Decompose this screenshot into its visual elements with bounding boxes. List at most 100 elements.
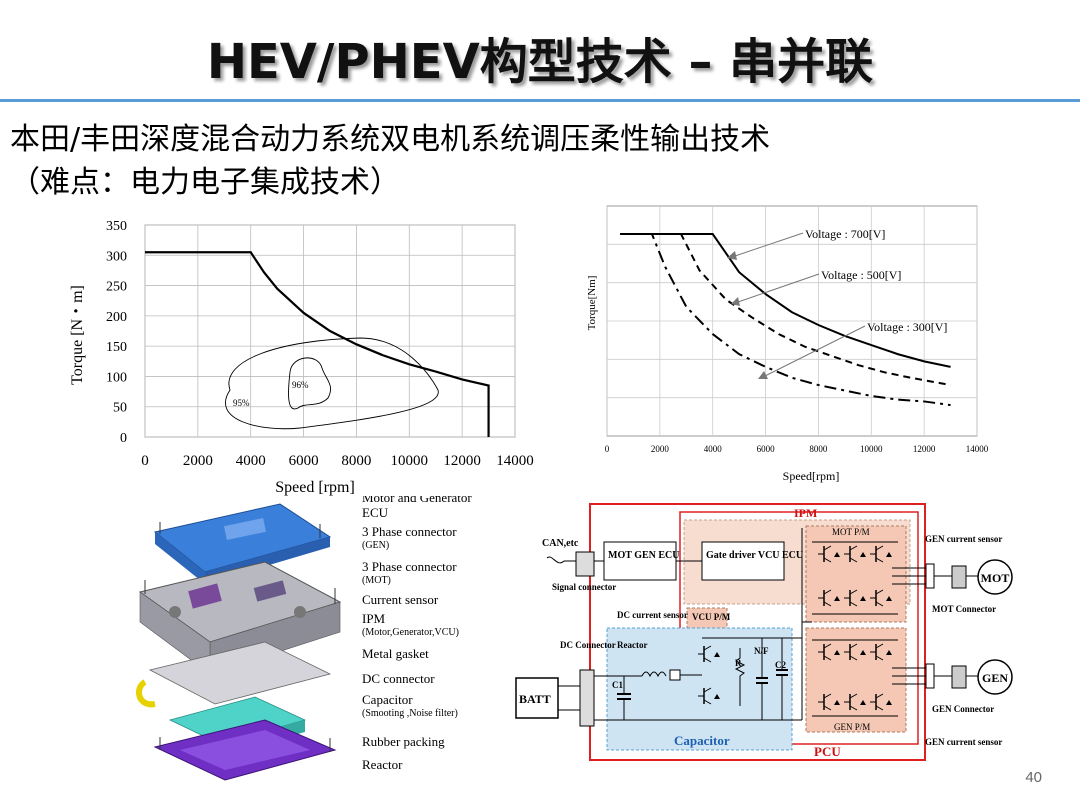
x-tick-label: 6000 bbox=[757, 444, 776, 454]
label-3phase-gen-sub: (GEN) bbox=[362, 540, 390, 551]
contour-96 bbox=[288, 357, 332, 410]
reactor-coil bbox=[641, 671, 667, 678]
gen-connector-label: GEN Connector bbox=[932, 704, 994, 714]
legend-700v: Voltage : 700[V] bbox=[805, 227, 885, 241]
mot-inverter-bridge bbox=[812, 541, 898, 615]
curve-700v bbox=[620, 233, 951, 368]
ipm-label: IPM bbox=[794, 506, 817, 520]
curve-300v bbox=[620, 233, 951, 407]
x-tick-label: 12000 bbox=[443, 453, 481, 469]
mot-motor bbox=[977, 559, 1013, 595]
x-tick-label: 10000 bbox=[391, 453, 429, 469]
y-tick-label: 250 bbox=[106, 280, 127, 295]
igbt-switch bbox=[844, 545, 866, 563]
igbt-switch bbox=[844, 693, 866, 711]
vcu-pm-label: VCU P/M bbox=[692, 612, 731, 622]
gen-pm-zone bbox=[805, 627, 907, 733]
igbt-switch bbox=[818, 643, 840, 661]
igbt-switch bbox=[818, 545, 840, 563]
igbt-switch bbox=[870, 545, 892, 563]
c2-label: C2 bbox=[775, 660, 786, 670]
x-tick-label: 0 bbox=[605, 444, 610, 454]
gen-current-sensor-top-label: GEN current sensor bbox=[925, 534, 1002, 544]
igbt-switch bbox=[844, 643, 866, 661]
curve-500v bbox=[620, 233, 951, 387]
y-tick-label: 50 bbox=[113, 401, 127, 416]
capacitor-zone-label: Capacitor bbox=[674, 733, 730, 748]
subtitle-line-1: 本田/丰田深度混合动力系统双电机系统调压柔性输出技术 bbox=[10, 122, 771, 157]
y-tick-label: 300 bbox=[106, 249, 127, 264]
dc-current-sensor-box bbox=[669, 669, 681, 681]
mot-current-sensor bbox=[925, 563, 935, 589]
label-ipm: IPM bbox=[362, 611, 386, 626]
mot-connector-box bbox=[951, 565, 967, 589]
signal-connector-label: Signal connector bbox=[552, 582, 616, 592]
gasket-layer bbox=[136, 641, 332, 708]
gate-driver-box bbox=[701, 541, 785, 581]
x-axis-label: Speed [rpm] bbox=[275, 479, 355, 496]
igbt-switch bbox=[844, 589, 866, 607]
vcu-switch-pair bbox=[698, 645, 720, 705]
can-label: CAN,etc bbox=[542, 538, 579, 549]
mot-motor-label: MOT bbox=[981, 571, 1010, 585]
gen-pm-label: GEN P/M bbox=[834, 722, 870, 732]
y-axis-label: Torque[Nm] bbox=[586, 276, 598, 331]
x-tick-label: 12000 bbox=[913, 444, 936, 454]
x-tick-label: 14000 bbox=[966, 444, 989, 454]
x-tick-label: 6000 bbox=[289, 453, 319, 469]
dc-connector-box bbox=[579, 669, 595, 727]
x-tick-label: 2000 bbox=[651, 444, 670, 454]
igbt-switch bbox=[870, 643, 892, 661]
gen-current-sensor bbox=[925, 663, 935, 689]
legend-callouts: Voltage : 700[V] Voltage : 500[V] Voltag… bbox=[727, 227, 947, 379]
x-tick-label: 14000 bbox=[496, 453, 534, 469]
label-ipm-sub: (Motor,Generator,VCU) bbox=[362, 627, 459, 638]
reactor-layer bbox=[153, 719, 337, 781]
label-motor-generator: Motor and Generator bbox=[362, 490, 472, 505]
x-tick-label: 4000 bbox=[704, 444, 723, 454]
igbt-switch bbox=[870, 589, 892, 607]
c1-label: C1 bbox=[612, 680, 623, 690]
label-metal-gasket: Metal gasket bbox=[362, 646, 429, 661]
gen-inverter-bridge bbox=[812, 639, 898, 717]
contour-label-95: 95% bbox=[233, 398, 250, 408]
resistor bbox=[734, 648, 746, 706]
contour-label-96: 96% bbox=[292, 380, 309, 390]
x-tick-label: 10000 bbox=[860, 444, 883, 454]
label-current-sensor: Current sensor bbox=[362, 592, 439, 607]
gate-driver-label: Gate driver VCU ECU bbox=[706, 550, 803, 561]
y-tick-label: 350 bbox=[106, 219, 127, 234]
label-capacitor: Capacitor bbox=[362, 692, 413, 707]
mot-pm-zone bbox=[805, 525, 907, 623]
page-number: 40 bbox=[1025, 769, 1042, 786]
label-rubber-packing: Rubber packing bbox=[362, 734, 445, 749]
pcu-boundary bbox=[589, 503, 926, 761]
gen-generator bbox=[977, 659, 1013, 695]
mot-connector-label: MOT Connector bbox=[932, 604, 996, 614]
dc-current-sensor-label: DC current sensor bbox=[617, 610, 688, 620]
reactor-label: Reactor bbox=[617, 640, 647, 650]
label-ecu: ECU bbox=[362, 505, 388, 520]
label-capacitor-sub: (Smooting ,Noise filter) bbox=[362, 708, 458, 719]
x-tick-label: 8000 bbox=[341, 453, 371, 469]
r-label: R bbox=[735, 658, 742, 668]
label-reactor: Reactor bbox=[362, 757, 403, 772]
subtitle-line-2: （难点：电力电子集成技术） bbox=[10, 165, 400, 200]
igbt-switch bbox=[698, 687, 720, 705]
y-tick-label: 0 bbox=[120, 431, 127, 446]
label-dc-connector: DC connector bbox=[362, 671, 435, 686]
pcu-exploded-assembly bbox=[136, 503, 342, 781]
battery-box bbox=[515, 677, 559, 719]
igbt-switch bbox=[818, 589, 840, 607]
voltage-torque-chart: 0 2000 4000 6000 8000 10000 12000 14000 Voltage… bbox=[586, 205, 989, 483]
gen-generator-label: GEN bbox=[982, 671, 1008, 685]
x-tick-label: 8000 bbox=[809, 444, 828, 454]
legend-500v: Voltage : 500[V] bbox=[821, 268, 901, 282]
y-tick-label: 100 bbox=[106, 370, 127, 385]
title-divider bbox=[0, 99, 1080, 102]
x-tick-label: 4000 bbox=[236, 453, 266, 469]
capacitor-zone bbox=[606, 627, 793, 751]
igbt-switch bbox=[818, 693, 840, 711]
y-axis-label: Torque [N・m] bbox=[69, 285, 86, 385]
